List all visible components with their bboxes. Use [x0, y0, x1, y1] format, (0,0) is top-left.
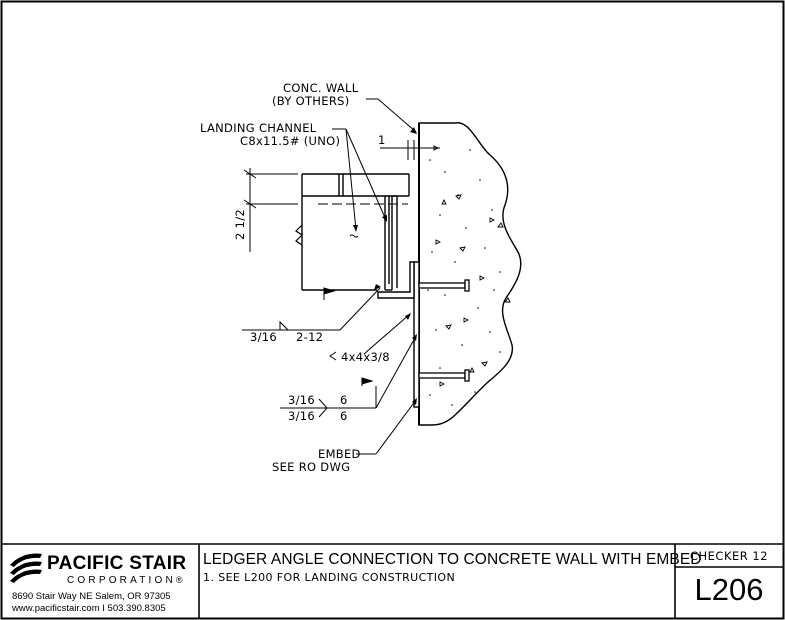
weld-embed-top-size: 3/16 — [288, 393, 315, 407]
gap-dimension — [380, 140, 440, 160]
wall-label-line1: CONC. WALL — [283, 81, 359, 95]
company-logo-icon — [10, 553, 42, 583]
arrowheads — [353, 127, 417, 405]
drawing-title: LEDGER ANGLE CONNECTION TO CONCRETE WALL… — [203, 551, 702, 568]
height-dim-text: 2 1/2 — [233, 209, 247, 240]
company-sub: CORPORATION® — [67, 575, 183, 586]
weld-embed-bot-length: 6 — [340, 409, 348, 423]
embed-label-line2: SEE RO DWG — [272, 460, 350, 474]
leader-lines — [242, 98, 417, 455]
registered-mark: ® — [175, 575, 183, 585]
channel-section-mark — [349, 234, 359, 238]
concrete-wall — [418, 122, 522, 426]
weld-channel-length: 2-12 — [296, 330, 323, 344]
headed-studs — [418, 279, 470, 382]
landing-channel — [301, 173, 410, 291]
break-line — [295, 224, 303, 246]
checker-field: CHECKER 12 — [689, 549, 769, 563]
ledger-angle — [377, 261, 415, 299]
angle-label: 4x4x3/8 — [341, 350, 390, 364]
height-dimension — [243, 168, 298, 252]
company-name: PACIFIC STAIR — [47, 553, 187, 574]
title-block-frame — [1, 543, 784, 618]
concrete-stipple — [427, 149, 501, 406]
weld-embed-top-length: 6 — [340, 393, 348, 407]
company-address: 8690 Stair Way NE Salem, OR 97305 — [12, 591, 171, 602]
channel-label-line2: C8x11.5# (UNO) — [240, 134, 340, 148]
sheet-number: L206 — [694, 572, 764, 607]
gap-dim-text: 1 — [378, 133, 386, 147]
wall-label-line2: (BY OTHERS) — [272, 94, 350, 108]
weld-symbols — [279, 320, 337, 418]
company-sub-text: CORPORATION — [67, 575, 176, 586]
weld-channel-size: 3/16 — [250, 330, 277, 344]
weld-embed-bot-size: 3/16 — [288, 409, 315, 423]
embed-label-line1: EMBED — [318, 447, 361, 461]
weld-flags — [323, 287, 374, 386]
drawing-note: 1. SEE L200 FOR LANDING CONSTRUCTION — [203, 571, 456, 584]
channel-label-line1: LANDING CHANNEL — [200, 121, 317, 135]
company-contact: www.pacificstair.com I 503.390.8305 — [12, 603, 166, 614]
